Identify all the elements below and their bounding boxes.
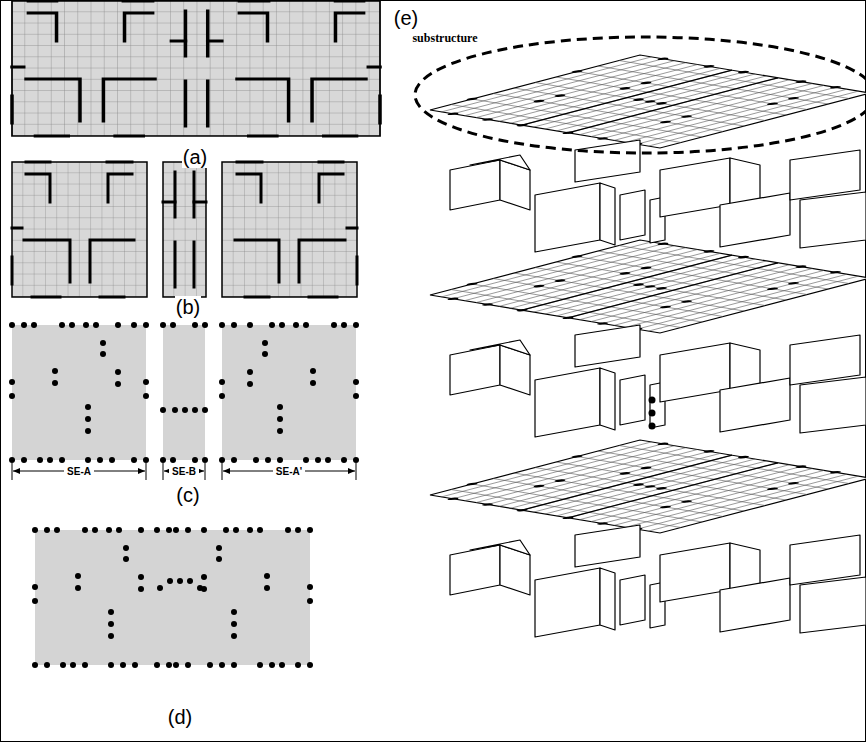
panel-label: (e) (393, 7, 419, 29)
illustration-part (649, 397, 656, 404)
illustration-part (32, 527, 172, 668)
illustration-part (356, 463, 357, 480)
illustration-part (197, 585, 203, 591)
illustration-part (222, 162, 357, 297)
illustration-part (157, 578, 203, 591)
illustration-part (163, 162, 206, 297)
illustration-part (222, 325, 356, 460)
illustration-part (12, 1, 380, 136)
illustration-part (353, 379, 359, 399)
illustration-part (170, 322, 176, 328)
illustration-part (450, 140, 866, 252)
illustration-part (12, 1, 380, 136)
illustration-part (12, 463, 356, 480)
illustration-part (205, 463, 206, 480)
illustration-part (12, 162, 147, 297)
illustration-part (235, 162, 357, 297)
illustration-part (222, 162, 357, 297)
dimension-label: SE-B (169, 466, 199, 477)
illustration-part (163, 463, 164, 480)
illustration-part (160, 407, 166, 413)
illustration-part (422, 238, 866, 437)
illustration-part (146, 463, 147, 480)
illustration-part (167, 578, 173, 584)
illustration-part (450, 325, 866, 437)
illustration-part (202, 457, 208, 463)
illustration-part (163, 162, 206, 297)
illustration-part (163, 172, 206, 287)
panel-label: (c) (175, 484, 200, 506)
illustration-part (143, 379, 149, 399)
illustration-part (237, 1, 380, 136)
illustration-part (9, 322, 149, 463)
illustration-part (415, 37, 866, 153)
illustration-part (170, 457, 176, 463)
illustration-part (422, 53, 866, 149)
illustration-part (649, 397, 656, 430)
panel-label: (b) (175, 296, 201, 318)
illustration-part (35, 530, 310, 665)
illustration-part (32, 584, 38, 604)
illustration-part (173, 527, 313, 668)
dimension-label: SE-A' (273, 466, 305, 477)
illustration-part (172, 407, 178, 413)
dimension-label: SE-A (64, 466, 94, 477)
illustration-part (219, 379, 225, 399)
illustration-part (9, 379, 15, 399)
callout-label: substructure (411, 32, 478, 45)
illustration-part (219, 322, 359, 463)
illustration-part (192, 322, 198, 328)
illustration-part (12, 162, 147, 297)
illustration-part (173, 527, 313, 668)
illustration-part (307, 584, 313, 604)
illustration-part (222, 463, 223, 480)
illustration-part (160, 322, 208, 463)
illustration-part (177, 578, 183, 584)
illustration-part (192, 407, 198, 413)
illustration-part (12, 1, 380, 136)
illustration-part (192, 457, 198, 463)
illustration-part (219, 322, 359, 463)
illustration-part (160, 457, 166, 463)
illustration-part (12, 325, 146, 460)
illustration-part (12, 463, 13, 480)
illustration-part (187, 578, 193, 584)
panel-label: (a) (182, 146, 208, 168)
illustration-part (12, 1, 155, 136)
illustration-part (202, 407, 208, 413)
illustration-part (171, 11, 221, 126)
illustration-part (422, 438, 866, 637)
illustration-part (12, 162, 134, 297)
illustration-part (450, 525, 866, 637)
illustration-part (422, 438, 866, 534)
illustration-part (32, 527, 172, 668)
illustration-part (649, 410, 656, 417)
illustration-part (163, 325, 205, 460)
illustration-part (422, 238, 866, 334)
panel-label: (d) (167, 706, 193, 728)
illustration-part (649, 423, 656, 430)
illustration-part (202, 322, 208, 328)
illustration-part (182, 407, 188, 413)
illustration-part (160, 322, 166, 328)
illustration-part (157, 585, 163, 591)
